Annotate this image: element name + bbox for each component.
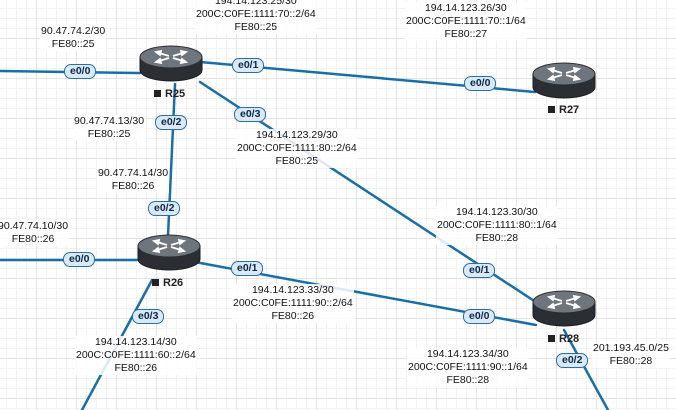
router-icon	[139, 45, 203, 82]
port-badge-r26-e02[interactable]: e0/2	[148, 201, 181, 216]
link-r28-down[interactable]	[562, 328, 610, 410]
status-square-icon	[154, 90, 161, 97]
port-badge-r26-e01[interactable]: e0/1	[231, 261, 264, 276]
port-badge-r26-e00[interactable]: e0/0	[63, 252, 96, 267]
port-badge-r28-e01[interactable]: e0/1	[463, 263, 496, 278]
port-badge-r25-e02[interactable]: e0/2	[155, 115, 188, 130]
status-square-icon	[548, 106, 555, 113]
router-label-r26: R26	[152, 277, 183, 289]
port-badge-r28-e00[interactable]: e0/0	[463, 309, 496, 324]
status-square-icon	[152, 279, 159, 286]
router-r26[interactable]	[137, 231, 201, 275]
port-badge-r25-e00[interactable]: e0/0	[64, 64, 97, 79]
port-badge-r25-e01[interactable]: e0/1	[232, 58, 265, 73]
router-r27[interactable]	[532, 59, 596, 103]
port-badge-r26-e03[interactable]: e0/3	[132, 309, 165, 324]
router-r28[interactable]	[532, 287, 596, 331]
status-square-icon	[548, 335, 555, 342]
router-label-r25: R25	[154, 88, 185, 100]
router-icon	[137, 234, 201, 271]
router-r25[interactable]	[139, 42, 203, 86]
port-badge-r28-e02[interactable]: e0/2	[556, 353, 589, 368]
port-badge-r25-e03[interactable]: e0/3	[234, 107, 267, 122]
router-label-r28: R28	[548, 333, 579, 345]
router-icon	[532, 62, 596, 99]
router-icon	[532, 290, 596, 327]
router-label-r27: R27	[548, 104, 579, 116]
port-badge-r27-e00[interactable]: e0/0	[464, 76, 497, 91]
